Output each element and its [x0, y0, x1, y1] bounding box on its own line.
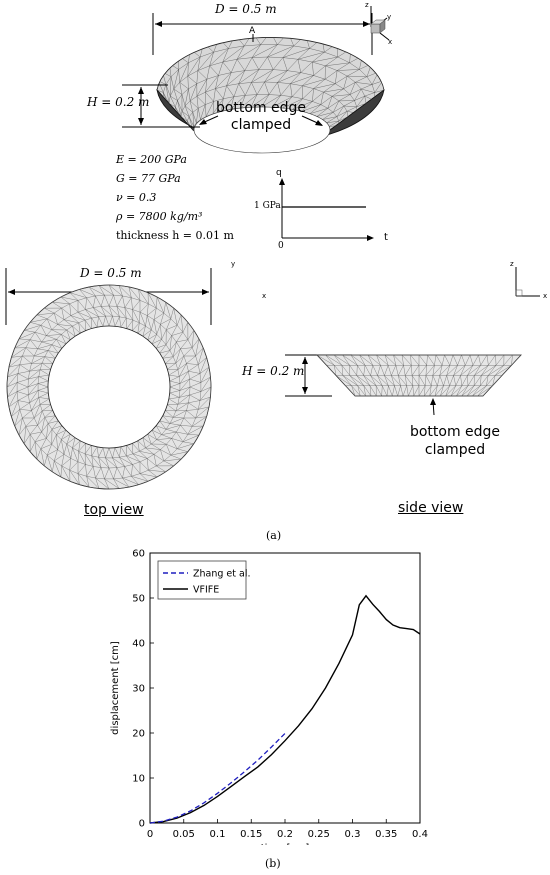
material-properties: E = 200 GPa G = 77 GPa ν = 0.3 ρ = 7800 … [116, 150, 234, 245]
series-line-vfife [149, 594, 421, 824]
x-tick-label: 0.2 [277, 829, 293, 840]
clamp-label-line1: bottom edge [215, 100, 307, 116]
height-label: H = 0.2 m [87, 95, 150, 109]
y-tick-label: 50 [132, 594, 145, 605]
x-axis-label: time [ms] [261, 843, 310, 845]
y-tick-label: 40 [132, 639, 145, 650]
top-view-caption: top view [84, 502, 144, 518]
load-graph-q-label: q [276, 168, 282, 178]
side-clamp-line1: bottom edge [409, 424, 501, 440]
y-tick-label: 60 [132, 549, 145, 560]
top-view-axis-y-label: y [231, 260, 236, 268]
side-view-clamp-arrow [430, 398, 436, 416]
clamp-arrows [199, 115, 323, 126]
point-a-label: A [249, 26, 256, 36]
side-view-axis-z-label: z [510, 260, 514, 268]
y-tick-label: 30 [132, 684, 145, 695]
axis-z-label: z [365, 1, 369, 9]
side-view-caption: side view [398, 500, 464, 516]
series-line-zhang-et-al- [149, 732, 286, 824]
x-tick-label: 0.15 [240, 829, 262, 840]
y-tick-label: 20 [132, 729, 145, 740]
load-time-graph [279, 178, 374, 241]
x-tick-label: 0.4 [412, 829, 428, 840]
cone-surface [156, 37, 385, 154]
side-view-axis-x-label: x [543, 292, 548, 300]
figure-a-label: (a) [266, 529, 282, 542]
legend-box [157, 560, 247, 600]
load-graph-t-label: t [384, 232, 388, 243]
x-tick-label: 0 [147, 829, 153, 840]
axis-y-label: y [387, 13, 392, 21]
diameter-dimension [152, 13, 373, 55]
displacement-chart: 0 0.05 0.1 0.15 0.2 0.25 0.3 0.35 0.4 0 10 20 30 40 50… [110, 549, 428, 846]
load-graph-origin-label: 0 [278, 241, 284, 251]
property-nu: ν = 0.3 [116, 191, 157, 204]
clamp-label: bottom edge clamped [214, 100, 308, 134]
side-view-clamp-label: bottom edge clamped [404, 423, 506, 459]
property-g: G = 77 GPa [116, 172, 181, 185]
property-thickness: thickness h = 0.01 m [116, 229, 234, 242]
y-tick-label: 10 [132, 774, 145, 785]
figure-b-label: (b) [265, 857, 281, 870]
side-view-drawing [285, 267, 540, 416]
legend-label: Zhang et al. [193, 569, 251, 580]
y-tick-label: 0 [139, 819, 145, 830]
axis-x-label: x [388, 38, 393, 46]
top-view-drawing [5, 268, 212, 490]
x-tick-label: 0.3 [345, 829, 361, 840]
load-graph-level-label: 1 GPa [254, 201, 281, 211]
annulus-mesh [6, 284, 212, 490]
legend-label: VFIFE [193, 585, 219, 596]
side-clamp-line2: clamped [424, 442, 486, 458]
top-view-axis-x-label: x [262, 292, 267, 300]
property-rho: ρ = 7800 kg/m³ [116, 210, 203, 223]
y-axis-label: displacement [cm] [110, 641, 121, 735]
diameter-label: D = 0.5 m [215, 2, 277, 16]
clamp-label-line2: clamped [230, 117, 292, 133]
x-tick-label: 0.35 [375, 829, 397, 840]
top-view-diameter-label: D = 0.5 m [80, 266, 142, 280]
height-dimension [122, 84, 200, 128]
axes-3d-icon [370, 6, 390, 41]
legend: Zhang et al. VFIFE [157, 560, 251, 600]
x-tick-label: 0.05 [173, 829, 195, 840]
x-tick-label: 0.25 [308, 829, 330, 840]
side-view-axes-icon [515, 267, 540, 297]
x-tick-label: 0.1 [210, 829, 226, 840]
property-e: E = 200 GPa [116, 153, 187, 166]
cone-3d-view [122, 6, 390, 241]
side-view-height-label: H = 0.2 m [242, 364, 305, 378]
side-profile-mesh [316, 354, 522, 397]
